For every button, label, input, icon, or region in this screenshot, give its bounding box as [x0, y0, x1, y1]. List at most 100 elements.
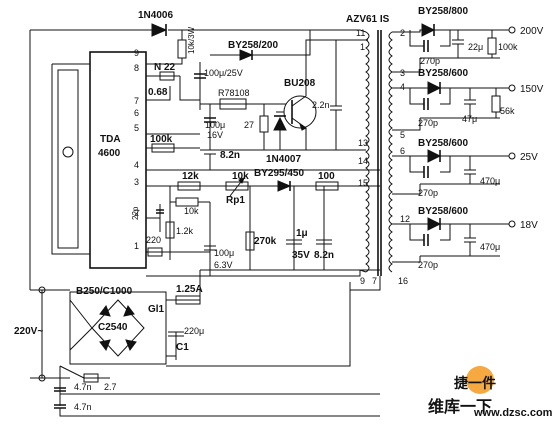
- svg-text:7: 7: [372, 276, 377, 286]
- bridge-rectifier: B250/C1000 C2540 Gl1: [69, 286, 167, 365]
- cap-2n2: 2.2n: [312, 40, 342, 150]
- svg-text:8.2n: 8.2n: [314, 250, 334, 261]
- ic-pin-5: 5: [134, 123, 139, 133]
- svg-text:100k: 100k: [498, 42, 518, 52]
- pin1-network: 220 100μ 6.3V: [146, 235, 234, 276]
- svg-text:47μ: 47μ: [462, 114, 477, 124]
- svg-text:0.68: 0.68: [148, 87, 168, 98]
- ic-name: TDA: [100, 134, 121, 145]
- svg-text:1N4006: 1N4006: [138, 10, 173, 21]
- watermark-brand: 维库一下: [428, 397, 492, 416]
- svg-text:470μ: 470μ: [480, 176, 500, 186]
- svg-text:1μ: 1μ: [296, 228, 308, 239]
- voltage-18v: 18V: [520, 220, 538, 231]
- ic-pin-1: 1: [134, 241, 139, 251]
- svg-text:35V: 35V: [292, 250, 310, 261]
- svg-text:1N4007: 1N4007: [266, 154, 301, 165]
- svg-text:1.2k: 1.2k: [176, 226, 194, 236]
- svg-text:BU208: BU208: [284, 78, 316, 89]
- svg-text:9: 9: [360, 276, 365, 286]
- svg-text:N 22: N 22: [154, 62, 176, 73]
- svg-text:11: 11: [356, 28, 365, 38]
- svg-text:22μ: 22μ: [468, 42, 483, 52]
- svg-text:1: 1: [360, 42, 365, 52]
- svg-text:220V~: 220V~: [14, 326, 43, 337]
- output-terminal-icon: [508, 26, 516, 34]
- svg-text:270p: 270p: [418, 188, 438, 198]
- svg-text:15: 15: [358, 178, 368, 188]
- svg-text:100: 100: [318, 171, 335, 182]
- ic-heatsink: [51, 63, 90, 255]
- svg-text:56k: 56k: [500, 106, 515, 116]
- svg-text:Gl1: Gl1: [148, 304, 165, 315]
- shunt-network: 270k 1μ 35V 8.2n: [146, 186, 380, 277]
- svg-text:10k/3W: 10k/3W: [187, 26, 196, 54]
- svg-text:8.2n: 8.2n: [220, 150, 240, 161]
- svg-text:270p: 270p: [418, 260, 438, 270]
- svg-text:BY258/600: BY258/600: [418, 206, 468, 217]
- svg-text:BY258/800: BY258/800: [418, 6, 468, 17]
- cap-100u-25v: 100μ/25V: [194, 62, 243, 110]
- svg-text:270k: 270k: [254, 236, 277, 247]
- ic-pin-labels: 9 8 7 6 5 4 3 2 1: [134, 48, 139, 251]
- mounting-hole-icon: [62, 146, 74, 158]
- cap-100u-16v: 100μ 16V: [204, 104, 225, 140]
- ic-pin-7: 7: [134, 96, 139, 106]
- voltage-25v: 25V: [520, 152, 538, 163]
- svg-text:22p: 22p: [131, 206, 140, 220]
- ic-tda4600: TDA 4600: [89, 51, 147, 269]
- fuse-1-25a: 1.25A: [166, 270, 203, 305]
- svg-text:6: 6: [400, 146, 405, 156]
- svg-text:C2540: C2540: [98, 322, 128, 333]
- ic-pin-6: 6: [134, 108, 139, 118]
- svg-text:270p: 270p: [418, 118, 438, 128]
- svg-text:BY258/600: BY258/600: [418, 68, 468, 79]
- svg-text:100μ: 100μ: [205, 120, 225, 130]
- svg-text:BY258/200: BY258/200: [228, 40, 278, 51]
- cap-c1-220u: 220μ C1: [166, 326, 204, 360]
- output-200v: BY258/800 270p 22μ 100k 200V: [392, 6, 544, 73]
- transformer-azv61: AZV61 IS 11 1 2 3 4 5 6 13 14 15 12 9 7 …: [346, 14, 410, 291]
- ic-pin-3: 3: [134, 177, 139, 187]
- voltage-200v: 200V: [520, 26, 544, 37]
- output-25v: BY258/600 270p 470μ 25V: [392, 138, 538, 198]
- svg-text:AZV61 IS: AZV61 IS: [346, 14, 390, 25]
- feedback-network: 12k 10k Rp1 BY295/450 100: [146, 168, 380, 206]
- resistor-10k-3w: 10k/3W: [177, 26, 196, 59]
- svg-text:2.2n: 2.2n: [312, 100, 330, 110]
- svg-text:6.3V: 6.3V: [214, 260, 233, 270]
- diode-1n4007: 1N4007: [266, 111, 301, 165]
- svg-text:BY295/450: BY295/450: [254, 168, 304, 179]
- svg-text:2.7: 2.7: [104, 382, 117, 392]
- diode-by258-200: BY258/200: [210, 30, 311, 61]
- divider-network: 10k 1.2k 22p: [131, 186, 210, 260]
- svg-text:13: 13: [358, 138, 368, 148]
- svg-text:100k: 100k: [150, 134, 173, 145]
- watermark-logo: 捷一件 维库一下 www.dzsc.com: [428, 366, 553, 419]
- svg-text:1.25A: 1.25A: [176, 284, 203, 295]
- ic-pin-4: 4: [134, 160, 139, 170]
- svg-text:BY258/600: BY258/600: [418, 138, 468, 149]
- svg-text:4: 4: [400, 82, 405, 92]
- ground-network: 4.7n 2.7 4.7n: [54, 282, 380, 417]
- ic-pin-9: 9: [134, 48, 139, 58]
- svg-text:100μ/25V: 100μ/25V: [204, 68, 243, 78]
- svg-text:B250/C1000: B250/C1000: [76, 286, 133, 297]
- svg-text:3: 3: [400, 68, 405, 78]
- watermark-url: www.dzsc.com: [473, 407, 553, 419]
- svg-text:4.7n: 4.7n: [74, 402, 92, 412]
- voltage-150v: 150V: [520, 84, 544, 95]
- transistor-bu208: BU208: [283, 39, 368, 150]
- svg-text:C1: C1: [176, 342, 189, 353]
- output-150v: BY258/600 270p 47μ 56k 150V: [392, 68, 544, 131]
- cap-8n2-a: 8.2n: [204, 140, 240, 170]
- svg-text:10k: 10k: [232, 171, 249, 182]
- svg-text:16V: 16V: [207, 130, 223, 140]
- resistor-100k-pin5: 100k: [146, 134, 200, 153]
- mains-input: 220V~: [14, 286, 70, 382]
- svg-text:220: 220: [146, 235, 161, 245]
- svg-text:10k: 10k: [184, 206, 199, 216]
- svg-text:16: 16: [398, 276, 408, 286]
- svg-text:14: 14: [358, 156, 368, 166]
